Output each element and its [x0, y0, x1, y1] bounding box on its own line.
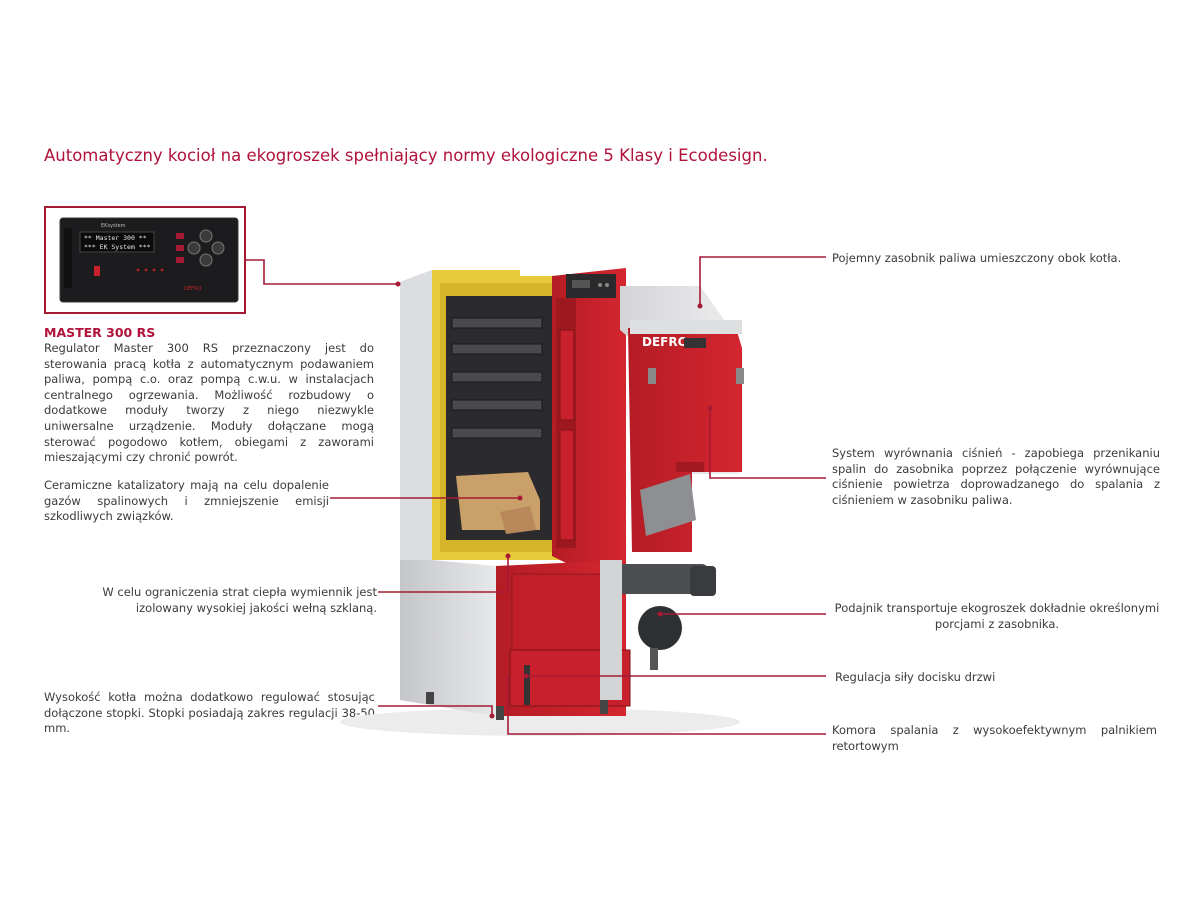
boiler-brand-logo: DEFRO — [642, 335, 688, 349]
fuel-feeder — [618, 564, 708, 594]
controller-power-switch — [94, 266, 100, 276]
leader-lines — [246, 256, 826, 735]
callout-door: Regulacja siły docisku drzwi — [835, 670, 996, 684]
controller-brand: EKsystem — [101, 223, 126, 229]
callout-catalysts: Ceramiczne katalizatory mają na celu dop… — [44, 478, 329, 524]
controller-panel-illustration: EKsystem ** Master 300 ** *** EK System … — [59, 217, 239, 303]
controller-image-frame: EKsystem ** Master 300 ** *** EK System … — [44, 206, 246, 314]
floor-shadow — [340, 708, 740, 736]
controller-display-line-2: *** EK System *** — [84, 243, 151, 251]
page-title: Automatyczny kocioł na ekogroszek spełni… — [44, 146, 768, 165]
controller-display-line-1: ** Master 300 ** — [84, 234, 147, 242]
callout-chamber: Komora spalania z wysokoefektywnym palni… — [832, 723, 1157, 753]
adjustable-foot — [496, 706, 504, 720]
callout-hopper: Pojemny zasobnik paliwa umieszczony obok… — [832, 251, 1122, 265]
pressure-equalization-system — [640, 474, 696, 536]
controller-right-button — [211, 241, 225, 255]
callout-feet: Wysokość kotła można dodatkowo regulować… — [44, 690, 375, 736]
feeder-motor — [638, 606, 682, 650]
callout-feeder: Podajnik transportuje ekogroszek dokładn… — [834, 601, 1160, 631]
controller-name: MASTER 300 RS — [44, 325, 156, 340]
callout-insulation: W celu ograniczenia strat ciepła wymienn… — [102, 585, 377, 615]
controller-description: Regulator Master 300 RS przeznaczony jes… — [44, 341, 374, 465]
controller-up-button — [199, 229, 213, 243]
controller-left-button — [187, 241, 201, 255]
controller-display — [79, 231, 155, 253]
callout-pressure: System wyrównania ciśnień - zapobiega pr… — [832, 446, 1160, 507]
controller-down-button — [199, 253, 213, 267]
controller-logo: DEFRO — [184, 286, 201, 292]
